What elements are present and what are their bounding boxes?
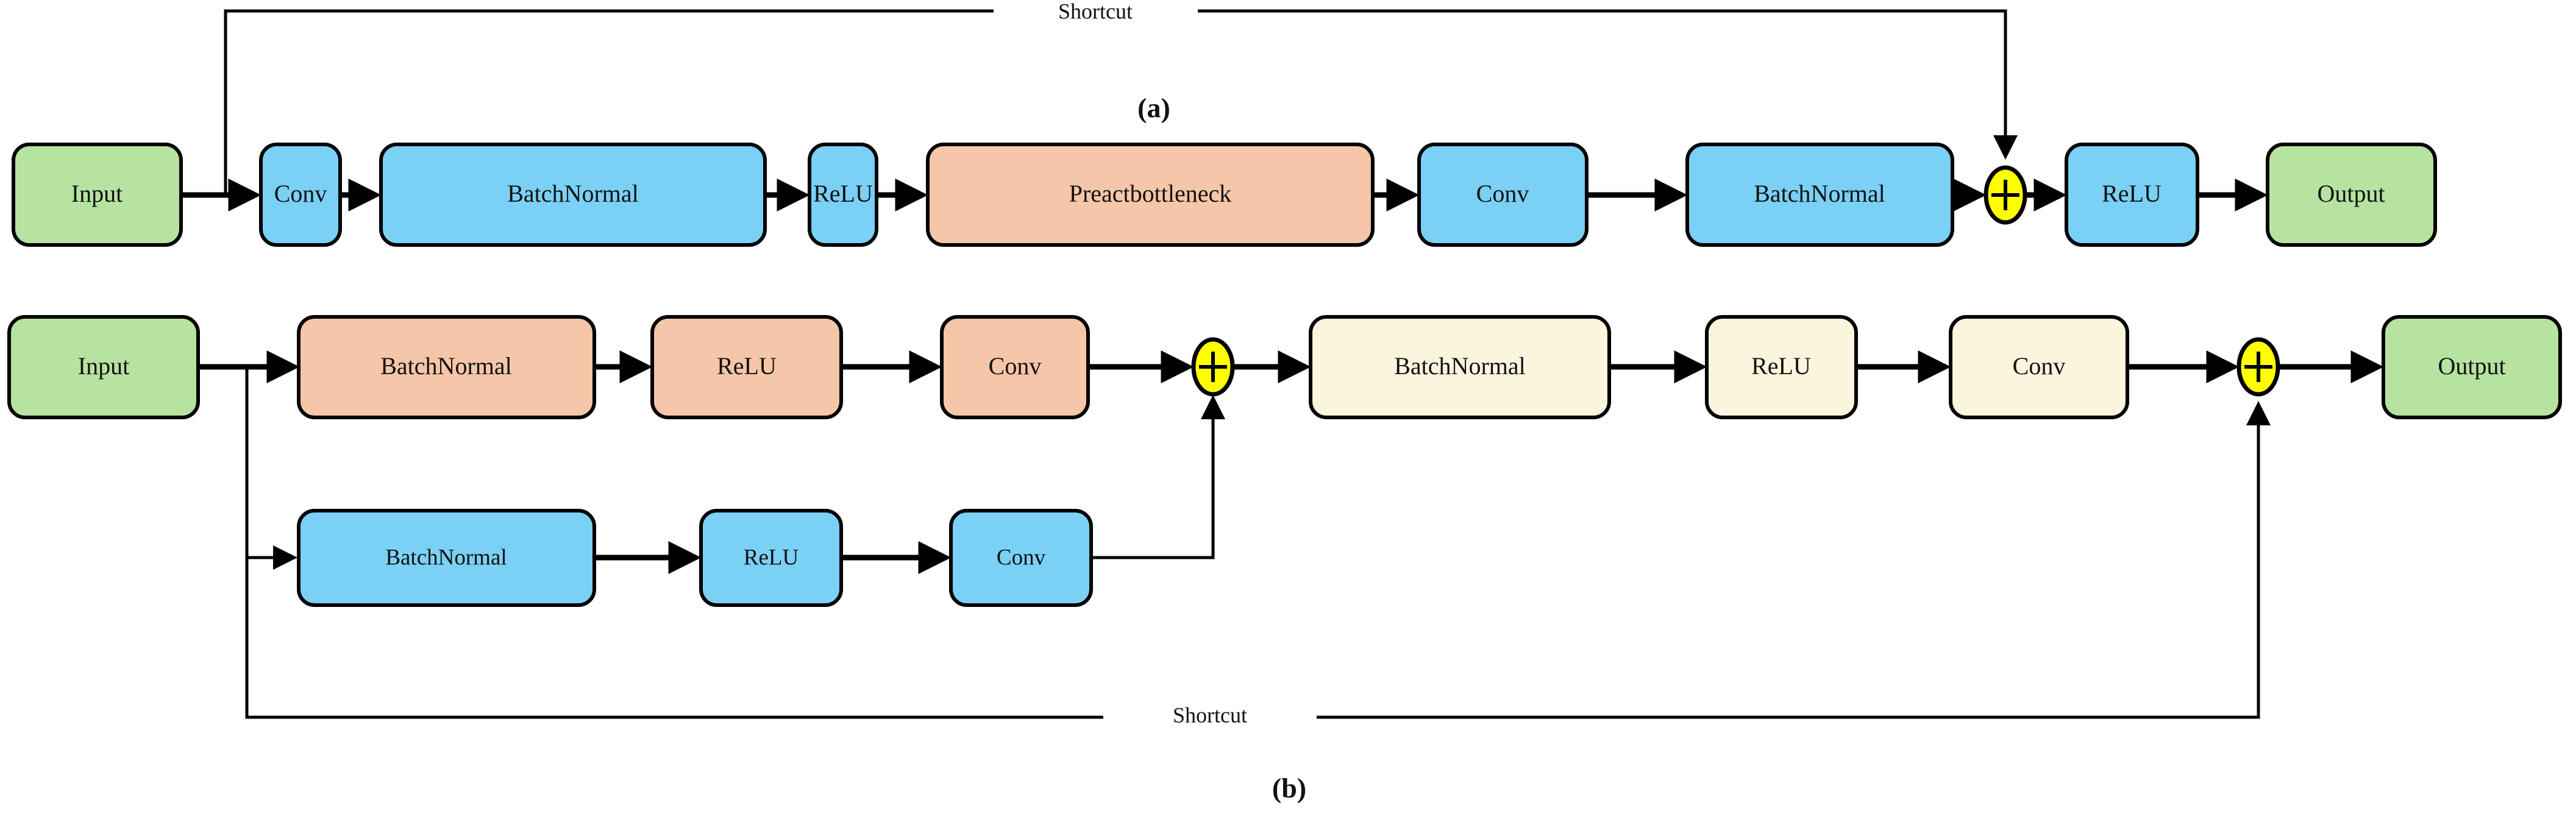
shortcut-path-a: Shortcut: [224, 0, 2018, 195]
node-b-input[interactable]: Input: [7, 315, 200, 419]
shortcut-label-a: Shortcut: [1058, 0, 1133, 23]
caption-b: (b): [1272, 773, 1306, 804]
shortcut-segment-right: [1198, 9, 2018, 160]
node-b-output[interactable]: Output: [2382, 315, 2562, 419]
shortcut-label-b: Shortcut: [1173, 703, 1247, 727]
node-a-relu-2[interactable]: ReLU: [2065, 143, 2199, 247]
shortcut-segment-left: [224, 9, 994, 195]
node-a-relu-1[interactable]: ReLU: [808, 143, 878, 247]
panel-b: Shortcut Input BatchNormal: [7, 315, 2562, 804]
node-a-output[interactable]: Output: [2266, 143, 2437, 247]
node-a-conv-1[interactable]: Conv: [259, 143, 342, 247]
edges-b-bottom: [594, 395, 1225, 574]
edge-b-convbottom-add1: [1091, 395, 1225, 559]
adder-b-add-1[interactable]: [1191, 337, 1235, 397]
node-a-input[interactable]: Input: [12, 143, 183, 247]
node-b-mid-batchnormal[interactable]: BatchNormal: [1309, 315, 1611, 419]
node-a-preactbottleneck[interactable]: Preactbottleneck: [926, 143, 1375, 247]
shortcut-segment-b-right: [1317, 401, 2271, 719]
edge-b-input-bottom: [245, 367, 297, 570]
node-b-mid-conv[interactable]: Conv: [1949, 315, 2129, 419]
node-a-conv-2[interactable]: Conv: [1417, 143, 1589, 247]
node-b-bot-relu[interactable]: ReLU: [699, 509, 843, 607]
node-b-bot-batchnormal[interactable]: BatchNormal: [297, 509, 596, 607]
node-b-bot-conv[interactable]: Conv: [949, 509, 1093, 607]
node-b-top-batchnormal[interactable]: BatchNormal: [297, 315, 596, 419]
adder-a-add[interactable]: [1984, 165, 2027, 225]
node-b-top-conv[interactable]: Conv: [940, 315, 1090, 419]
split-b: Shortcut: [198, 350, 2271, 727]
node-a-batchnormal-1[interactable]: BatchNormal: [379, 143, 767, 247]
shortcut-segment-b-left: [245, 367, 1103, 719]
node-b-mid-relu[interactable]: ReLU: [1705, 315, 1858, 419]
adder-b-add-2[interactable]: [2236, 337, 2280, 397]
node-a-batchnormal-2[interactable]: BatchNormal: [1685, 143, 1954, 247]
panel-a: Shortcut Input Conv BatchNormal: [12, 0, 2437, 247]
caption-a: (a): [1137, 93, 1170, 124]
node-b-top-relu[interactable]: ReLU: [650, 315, 843, 419]
